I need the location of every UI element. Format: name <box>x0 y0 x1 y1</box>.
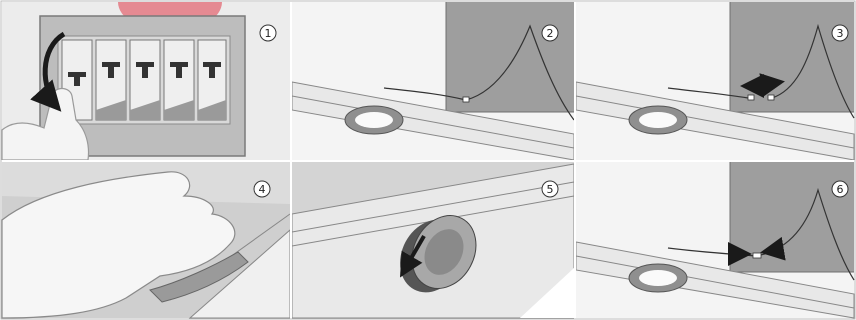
step-5-panel: 5 <box>292 162 574 318</box>
step-1-panel: 1 <box>2 2 290 160</box>
step-number: 6 <box>837 183 844 196</box>
step-number: 1 <box>265 27 272 40</box>
step-number: 2 <box>547 27 554 40</box>
step-2-panel: 2 <box>292 2 574 160</box>
step-3-panel: 3 <box>576 2 854 160</box>
step-number: 5 <box>547 183 554 196</box>
step-number: 4 <box>259 183 266 196</box>
step-number: 3 <box>837 27 844 40</box>
step-4-panel: 4 <box>2 162 290 318</box>
step-6-panel: 6 <box>576 162 854 318</box>
